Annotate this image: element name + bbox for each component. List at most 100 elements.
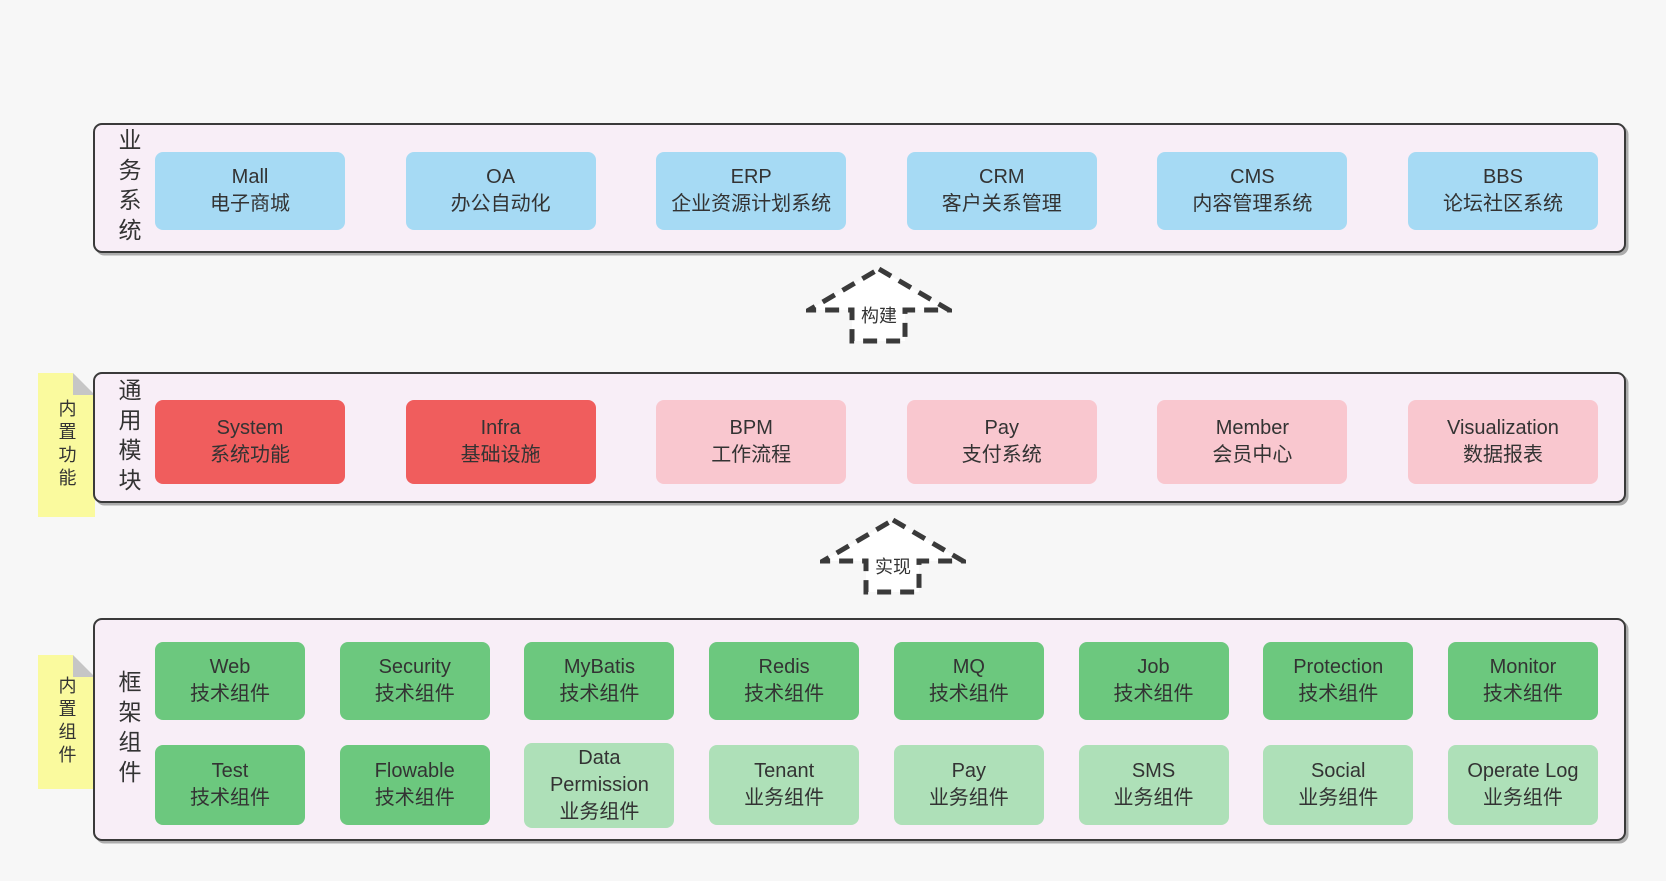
box-tenant: Tenant 业务组件 xyxy=(709,745,860,825)
box-subtitle: 技术组件 xyxy=(559,683,640,705)
box-title: Pay xyxy=(951,760,987,782)
box-subtitle: 业务组件 xyxy=(744,787,825,809)
box-title: BBS xyxy=(1482,166,1523,188)
box-protection: Protection 技术组件 xyxy=(1263,642,1414,720)
box-title: Flowable xyxy=(374,760,455,782)
box-title: BPM xyxy=(729,417,773,439)
box-title: Monitor xyxy=(1489,656,1557,678)
box-subtitle: 技术组件 xyxy=(1113,683,1194,705)
box-security: Security 技术组件 xyxy=(339,642,490,720)
sticky-note-label: 内置组件 xyxy=(56,676,77,768)
box-subtitle: 数据报表 xyxy=(1462,444,1543,466)
box-subtitle: 技术组件 xyxy=(1482,683,1563,705)
box-title: Visualization xyxy=(1447,417,1559,439)
box-data-permission: Data Permission 业务组件 xyxy=(524,742,675,828)
box-subtitle: 电子商城 xyxy=(210,193,290,215)
box-title: Operate Log xyxy=(1467,760,1579,782)
box-row: System 系统功能 Infra 基础设施 BPM 工作流程 Pay 支付系统 Member 会… xyxy=(155,400,1598,484)
box-mall: Mall 电子商城 xyxy=(155,152,345,230)
box-subtitle: 技术组件 xyxy=(928,683,1009,705)
box-subtitle: 业务组件 xyxy=(928,787,1009,809)
box-subtitle: 业务组件 xyxy=(559,800,640,823)
box-title: Redis xyxy=(758,656,810,678)
box-subtitle: 论坛社区系统 xyxy=(1442,193,1563,215)
box-title: Web xyxy=(209,656,251,678)
box-pay: Pay 支付系统 xyxy=(906,400,1097,484)
box-system: System 系统功能 xyxy=(155,400,345,484)
box-title: System xyxy=(216,417,284,439)
box-subtitle: 业务组件 xyxy=(1298,787,1379,809)
box-flowable: Flowable 技术组件 xyxy=(339,745,490,825)
box-social: Social 业务组件 xyxy=(1263,745,1414,825)
box-title: MQ xyxy=(952,656,985,678)
box-title: Mall xyxy=(231,166,269,188)
box-subtitle: 客户关系管理 xyxy=(941,193,1062,215)
box-infra: Infra 基础设施 xyxy=(405,400,596,484)
section-label: 业务系统 xyxy=(115,128,141,248)
box-test: Test 技术组件 xyxy=(155,745,305,825)
box-subtitle: 技术组件 xyxy=(374,787,455,809)
box-subtitle: 技术组件 xyxy=(374,683,455,705)
box-operate-log: Operate Log 业务组件 xyxy=(1447,745,1598,825)
box-subtitle: 技术组件 xyxy=(190,683,270,705)
sticky-note-label: 内置功能 xyxy=(56,399,77,491)
box-subtitle: 技术组件 xyxy=(190,787,270,809)
box-visualization: Visualization 数据报表 xyxy=(1407,400,1598,484)
box-subtitle: 会员中心 xyxy=(1212,444,1293,466)
box-subtitle: 业务组件 xyxy=(1482,787,1563,809)
section-label: 框架组件 xyxy=(115,669,141,790)
box-sms: SMS 业务组件 xyxy=(1078,745,1229,825)
box-subtitle: 系统功能 xyxy=(210,444,290,466)
box-title: CMS xyxy=(1230,166,1275,188)
box-subtitle: 内容管理系统 xyxy=(1192,193,1313,215)
box-subtitle: 企业资源计划系统 xyxy=(671,193,832,215)
box-cms: CMS 内容管理系统 xyxy=(1157,152,1348,230)
section-label: 通用模块 xyxy=(115,377,141,498)
box-subtitle: 支付系统 xyxy=(961,444,1042,466)
section-common-modules: 通用模块 System 系统功能 Infra 基础设施 BPM 工作流程 Pay 支付系统 Me… xyxy=(93,372,1626,503)
box-title: Pay xyxy=(984,417,1020,439)
build-arrow: 构建 xyxy=(806,266,952,344)
box-mq: MQ 技术组件 xyxy=(893,642,1044,720)
box-bbs: BBS 论坛社区系统 xyxy=(1407,152,1598,230)
box-subtitle: 技术组件 xyxy=(744,683,825,705)
box-title: OA xyxy=(486,166,516,188)
box-title: MyBatis xyxy=(563,656,635,678)
box-job: Job 技术组件 xyxy=(1078,642,1229,720)
box-title: CRM xyxy=(979,166,1025,188)
box-monitor: Monitor 技术组件 xyxy=(1447,642,1598,720)
box-crm: CRM 客户关系管理 xyxy=(906,152,1097,230)
box-title: Tenant xyxy=(754,760,815,782)
sticky-note-builtin-components: 内置组件 xyxy=(38,655,95,789)
box-web: Web 技术组件 xyxy=(155,642,305,720)
box-title: SMS xyxy=(1131,760,1176,782)
box-title: Test xyxy=(211,760,249,782)
arrow-label: 构建 xyxy=(858,302,900,328)
box-mybatis: MyBatis 技术组件 xyxy=(524,642,675,720)
box-title: Infra xyxy=(480,417,521,439)
box-bpm: BPM 工作流程 xyxy=(656,400,847,484)
box-title: Data Permission xyxy=(549,746,649,796)
box-title: Member xyxy=(1215,417,1290,439)
box-pay: Pay 业务组件 xyxy=(893,745,1044,825)
box-member: Member 会员中心 xyxy=(1157,400,1348,484)
sticky-note-builtin-features: 内置功能 xyxy=(38,373,95,517)
box-subtitle: 技术组件 xyxy=(1298,683,1379,705)
implement-arrow: 实现 xyxy=(820,517,966,595)
box-redis: Redis 技术组件 xyxy=(709,642,860,720)
box-title: Job xyxy=(1137,656,1170,678)
box-title: Social xyxy=(1310,760,1366,782)
box-title: Protection xyxy=(1293,656,1384,678)
box-subtitle: 工作流程 xyxy=(711,444,792,466)
box-subtitle: 办公自动化 xyxy=(450,193,551,215)
box-subtitle: 业务组件 xyxy=(1113,787,1194,809)
arrow-label: 实现 xyxy=(872,553,914,579)
box-subtitle: 基础设施 xyxy=(460,444,541,466)
box-title: Security xyxy=(378,656,451,678)
